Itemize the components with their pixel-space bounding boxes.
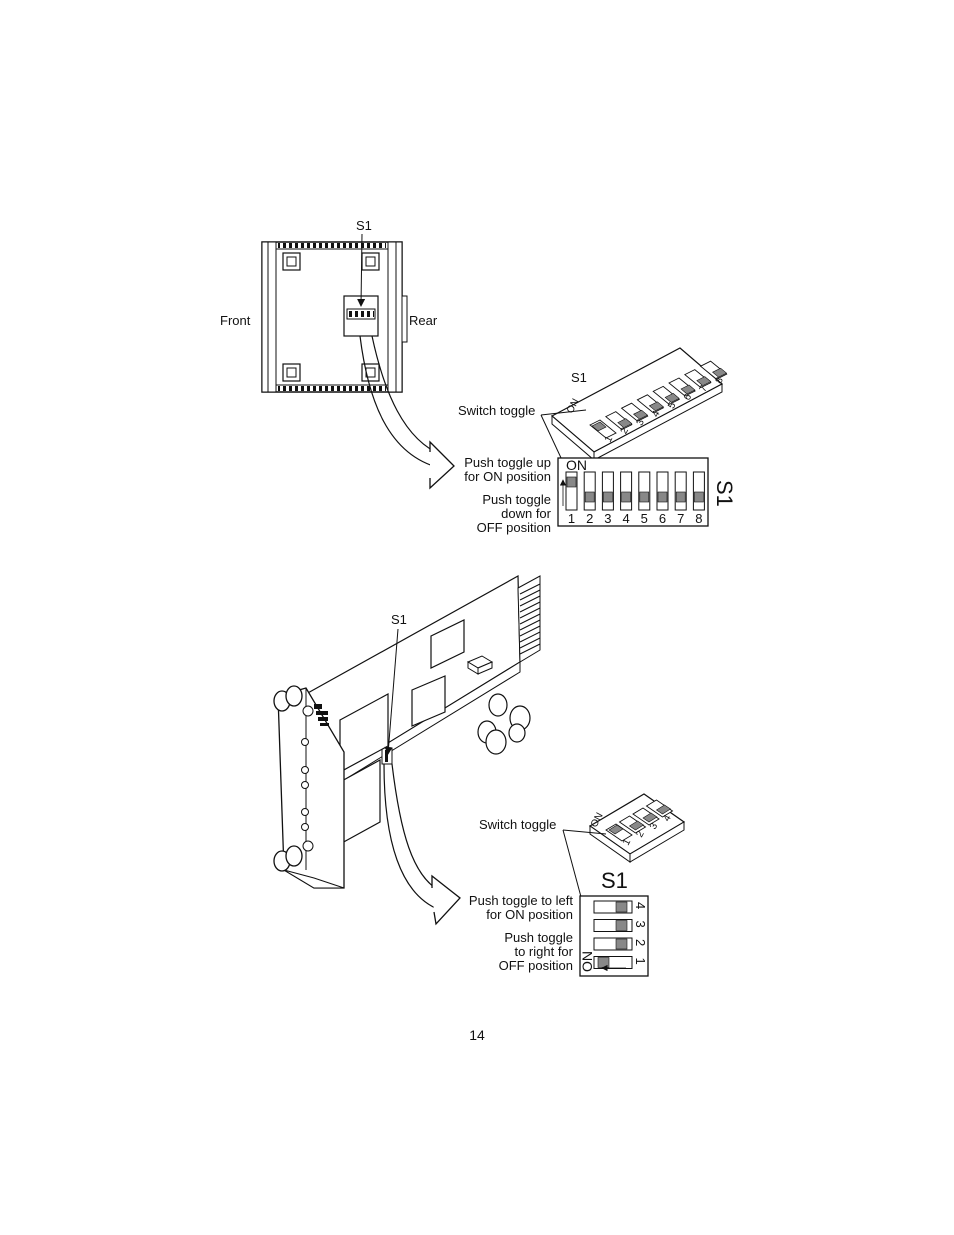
top-iso-toggle-2 bbox=[604, 411, 633, 431]
bottom-iso-number: 4 bbox=[661, 813, 674, 823]
bottom-detail-arrow bbox=[383, 763, 461, 926]
top-flat-toggle-8[interactable] bbox=[692, 471, 705, 511]
top-flat-number: 3 bbox=[604, 511, 611, 526]
bottom-iso-number: 1 bbox=[621, 837, 634, 847]
top-switch-on-label: ON bbox=[566, 457, 587, 473]
bottom-switch-toggle-leader bbox=[562, 829, 607, 835]
top-iso-number: 2 bbox=[619, 426, 632, 436]
top-flat-toggle-7[interactable] bbox=[674, 471, 687, 511]
bottom-push-off-line1: Push toggle bbox=[504, 930, 573, 945]
top-flat-toggle-5[interactable] bbox=[638, 471, 651, 511]
top-switch-toggle-label: Switch toggle bbox=[458, 403, 535, 418]
bottom-iso-number: 3 bbox=[648, 821, 661, 831]
bottom-flat-number: 1 bbox=[633, 958, 648, 965]
bottom-iso-toggle-2 bbox=[618, 815, 647, 834]
bottom-iso-toggle-4 bbox=[645, 799, 674, 818]
top-iso-toggle-8 bbox=[699, 360, 728, 380]
rear-label: Rear bbox=[409, 313, 438, 328]
bottom-flat-number: 2 bbox=[633, 939, 648, 946]
top-detail-arrow bbox=[359, 335, 455, 490]
top-iso-toggle-4 bbox=[636, 394, 665, 414]
bottom-s1-callout: S1 bbox=[391, 612, 407, 627]
top-flat-toggle-2[interactable] bbox=[583, 471, 596, 511]
top-iso-toggle-6 bbox=[668, 377, 696, 397]
top-push-off-line3: OFF position bbox=[477, 520, 551, 535]
bottom-iso-toggle-3 bbox=[632, 807, 660, 826]
bottom-flat-toggle-1[interactable] bbox=[593, 956, 633, 969]
bottom-push-off-line3: OFF position bbox=[499, 958, 573, 973]
top-iso-number: 8 bbox=[714, 375, 727, 385]
module-top-view bbox=[261, 241, 408, 393]
bottom-push-on-line2: for ON position bbox=[486, 907, 573, 922]
top-s1-pointer bbox=[357, 233, 366, 307]
top-flat-number: 1 bbox=[568, 511, 575, 526]
top-push-off-line1: Push toggle bbox=[482, 492, 551, 507]
bottom-iso-number: 2 bbox=[634, 829, 647, 839]
top-flat-toggle-1[interactable] bbox=[565, 471, 578, 511]
top-iso-number: 6 bbox=[682, 392, 695, 402]
top-flat-toggle-3[interactable] bbox=[601, 471, 614, 511]
top-iso-number: 4 bbox=[650, 409, 663, 419]
top-flat-number: 2 bbox=[586, 511, 593, 526]
top-switch-toggle-leader bbox=[540, 409, 587, 416]
top-flat-number: 6 bbox=[659, 511, 666, 526]
top-flat-number: 8 bbox=[695, 511, 702, 526]
bottom-flat-switch: 4 3 2 1 bbox=[579, 895, 649, 977]
top-iso-s1-label: S1 bbox=[571, 370, 587, 385]
top-s1-callout: S1 bbox=[356, 218, 372, 233]
top-flat-number: 7 bbox=[677, 511, 684, 526]
bottom-flat-toggle-4[interactable] bbox=[593, 900, 633, 914]
page-number: 14 bbox=[469, 1027, 485, 1043]
bottom-switch-on-label: ON bbox=[579, 951, 595, 972]
top-iso-number: 1 bbox=[603, 434, 616, 444]
bottom-switch-toggle-label: Switch toggle bbox=[479, 817, 556, 832]
top-push-off-line2: down for bbox=[501, 506, 552, 521]
top-iso-toggle-3 bbox=[620, 402, 649, 422]
bottom-push-off-line2: to right for bbox=[514, 944, 573, 959]
top-push-on-line1: Push toggle up bbox=[464, 455, 551, 470]
bottom-push-on-line1: Push toggle to left bbox=[469, 893, 573, 908]
top-iso-toggle-5 bbox=[652, 385, 681, 405]
top-flat-toggle-6[interactable] bbox=[656, 471, 669, 511]
bottom-s1-pointer bbox=[384, 628, 399, 755]
front-label: Front bbox=[220, 313, 251, 328]
top-iso-toggle-7 bbox=[683, 369, 712, 389]
bottom-flat-toggle-3[interactable] bbox=[593, 919, 633, 932]
top-iso-number: 5 bbox=[666, 400, 679, 410]
top-flat-number: 5 bbox=[641, 511, 648, 526]
bottom-flat-number: 3 bbox=[633, 921, 648, 928]
bottom-flat-number: 4 bbox=[633, 902, 648, 909]
top-flat-number: 4 bbox=[622, 511, 629, 526]
bottom-flat-toggle-2[interactable] bbox=[593, 937, 633, 951]
top-iso-number: 7 bbox=[698, 384, 711, 394]
top-iso-toggle-1 bbox=[589, 419, 617, 439]
top-flat-toggle-4[interactable] bbox=[620, 471, 633, 511]
brand-logo-mark bbox=[314, 704, 329, 726]
top-push-on-line2: for ON position bbox=[464, 469, 551, 484]
top-iso-number: 3 bbox=[635, 417, 648, 427]
bottom-switch-title: S1 bbox=[601, 868, 628, 893]
top-switch-side-label: S1 bbox=[712, 480, 737, 507]
bottom-iso-toggle-1 bbox=[605, 823, 633, 842]
